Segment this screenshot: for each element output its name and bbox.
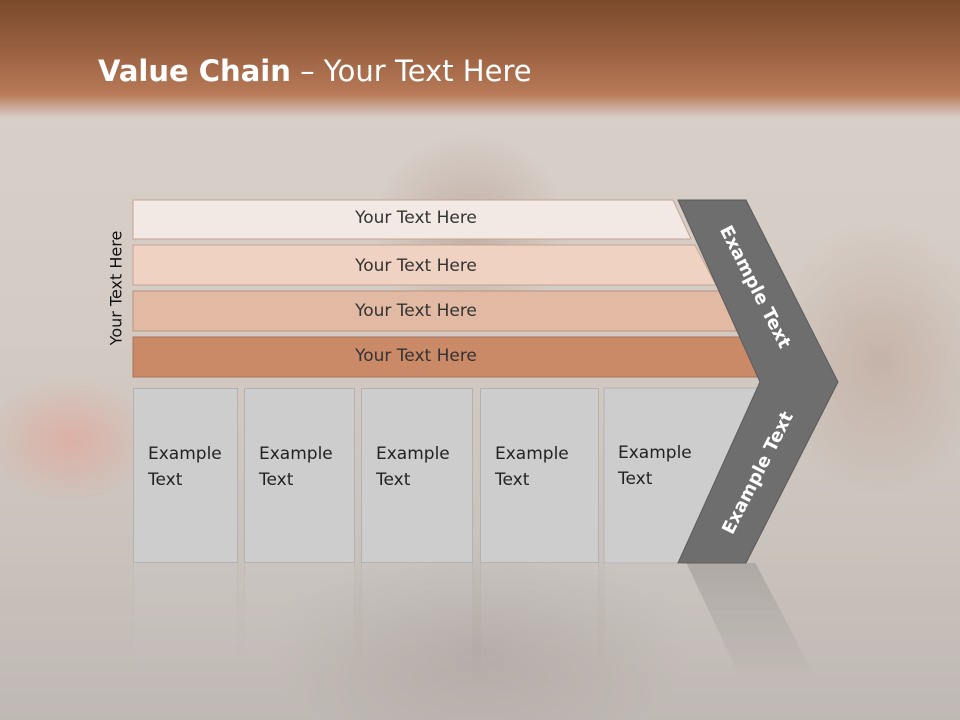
- band-label-1: Your Text Here: [355, 208, 477, 228]
- chevron-shape: [677, 199, 839, 564]
- title-bar: Value Chain – Your Text Here: [0, 0, 960, 118]
- slide-title: Value Chain – Your Text Here: [98, 54, 532, 88]
- cell-label: Example Text: [618, 443, 692, 489]
- cell-2: Example Text: [244, 388, 355, 563]
- band-label-3: Your Text Here: [355, 301, 477, 321]
- cell-label: Example Text: [259, 444, 333, 490]
- title-bold: Value Chain: [98, 54, 291, 88]
- cell-1: Example Text: [133, 388, 238, 563]
- cell-label: Example Text: [148, 444, 222, 490]
- cell-label: Example Text: [495, 444, 569, 490]
- band-label-4: Your Text Here: [355, 346, 477, 366]
- title-rest: – Your Text Here: [290, 54, 532, 88]
- band-shape-1: [132, 199, 692, 240]
- cell-4: Example Text: [480, 388, 599, 563]
- cell-5: Example Text: [604, 388, 704, 563]
- cell-3: Example Text: [361, 388, 473, 563]
- band-label-2: Your Text Here: [355, 256, 477, 276]
- cell-label: Example Text: [376, 444, 450, 490]
